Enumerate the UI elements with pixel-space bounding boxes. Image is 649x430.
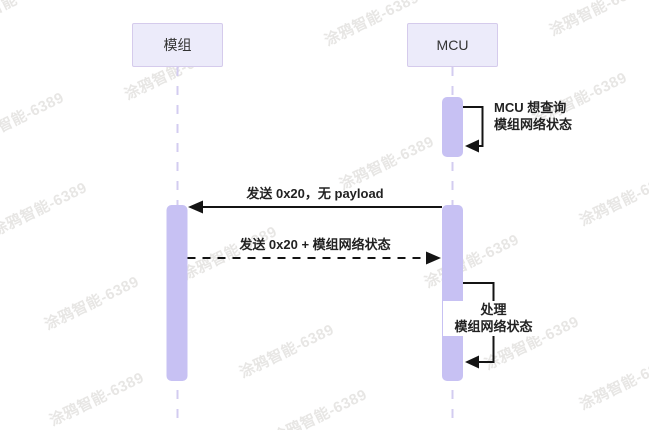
self-message-query-note: MCU 想查询 模组网络状态 (494, 99, 572, 133)
self-message-process-line1: 处理 (480, 302, 507, 317)
self-message-process-line2: 模组网络状态 (454, 319, 533, 334)
actor-label-module: 模组 (163, 37, 192, 53)
activation-bar-mcu-main (442, 205, 463, 381)
activation-bar-module (166, 205, 188, 381)
activation-bar-mcu-query (442, 97, 463, 157)
message-label-send-0x20: 发送 0x20，无 payload (246, 186, 384, 201)
actor-box-module: 模组 (132, 23, 223, 67)
self-message-query-line1: MCU 想查询 (494, 100, 567, 115)
actor-label-mcu: MCU (436, 37, 469, 53)
self-message-process-note: 处理 模组网络状态 (443, 301, 544, 336)
arrowhead-self-query (465, 139, 479, 153)
arrowhead-send-0x20 (188, 200, 203, 214)
actor-box-mcu: MCU (407, 23, 498, 67)
self-message-loop-query (463, 106, 484, 147)
self-message-query-line2: 模组网络状态 (494, 117, 573, 132)
arrowhead-reply-status (426, 251, 441, 265)
message-label-reply-status: 发送 0x20 + 模组网络状态 (239, 237, 391, 252)
arrowhead-self-process (465, 355, 479, 369)
